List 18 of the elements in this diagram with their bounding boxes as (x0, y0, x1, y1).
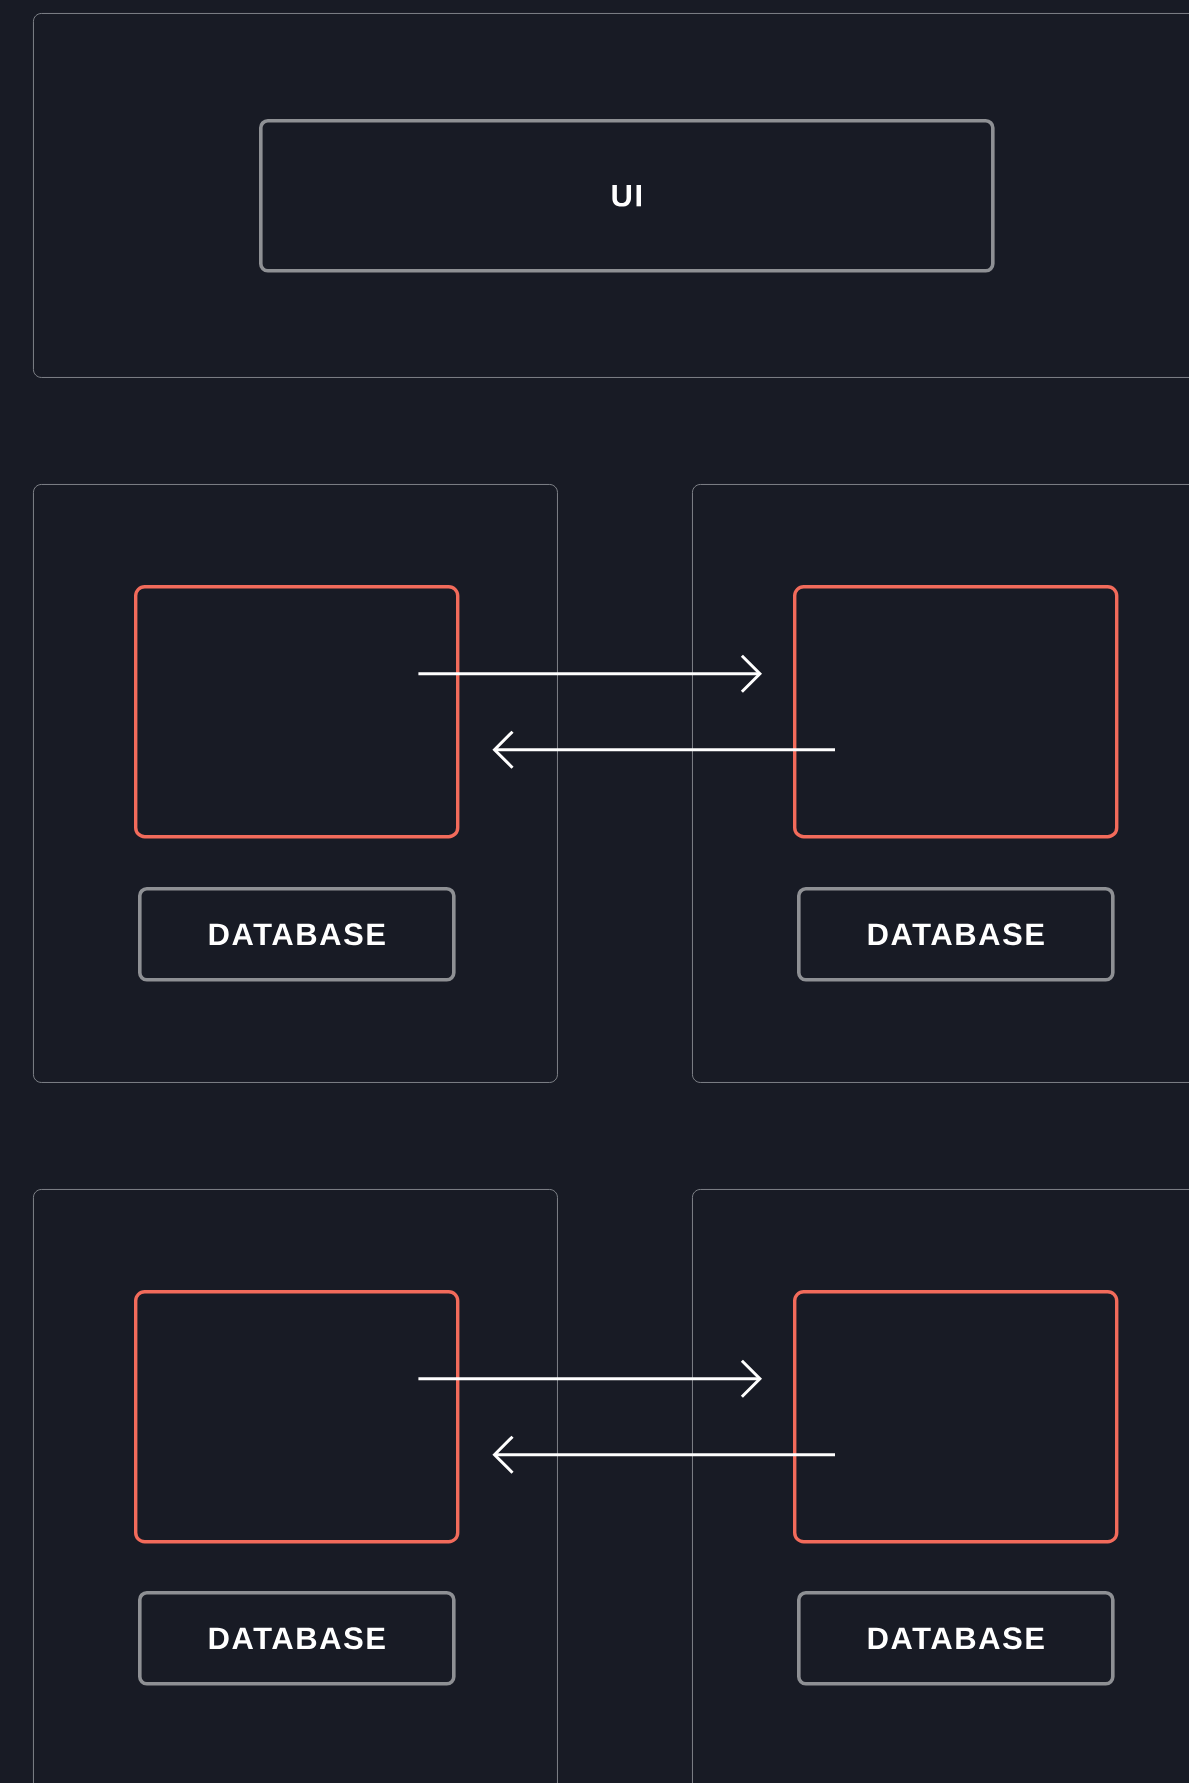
panel (33, 1189, 558, 1783)
label-box: DATABASE (138, 1591, 456, 1686)
component-box (793, 1290, 1119, 1544)
component-box (793, 585, 1119, 839)
panel (33, 13, 1189, 378)
panel (692, 1189, 1189, 1783)
arrow (418, 654, 762, 693)
panel (33, 484, 558, 1083)
panel (692, 484, 1189, 1083)
label-box: DATABASE (138, 887, 456, 982)
arrow (492, 730, 835, 769)
label-box: DATABASE (797, 887, 1115, 982)
arrow (492, 1435, 835, 1474)
label-box: DATABASE (797, 1591, 1115, 1686)
arrow (418, 1359, 762, 1398)
component-box (134, 585, 460, 839)
label-box: UI (259, 119, 995, 273)
component-box (134, 1290, 460, 1544)
